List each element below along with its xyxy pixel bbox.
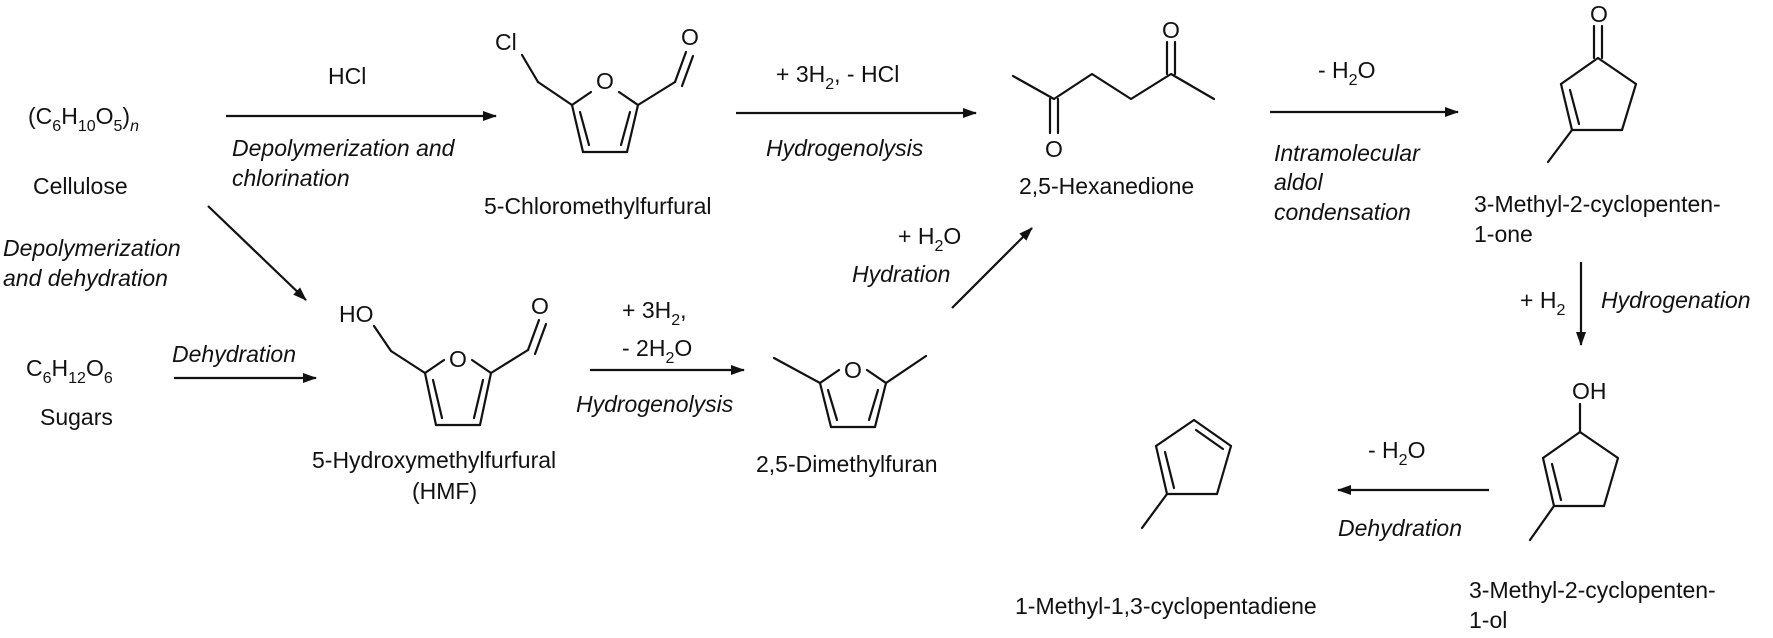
label-depolymerization-chlorination-2: chlorination [232, 165, 350, 191]
cellulose-name: Cellulose [33, 173, 128, 199]
label-depolymerization-dehydration-1: Depolymerization [3, 235, 181, 261]
arrow-dmf-to-hexanedione [951, 227, 1033, 309]
sugars-name: Sugars [40, 404, 113, 430]
label-hmf-hydrogenolysis: Hydrogenolysis [576, 391, 734, 417]
hmf-ho-group: HO [339, 301, 374, 327]
hexanedione-o1-atom: O [1045, 136, 1063, 162]
mcp-ol-structure: OH [1528, 378, 1620, 542]
cmf-cl-atom: Cl [495, 29, 517, 55]
hmf-name-line2: (HMF) [412, 478, 477, 504]
label-dehydration-final: Dehydration [1338, 515, 1462, 541]
label-depolymerization-chlorination-1: Depolymerization and [232, 135, 456, 161]
label-aldol-1: Intramolecular [1274, 140, 1421, 166]
reagent-aldol: - H2O [1318, 57, 1375, 89]
label-dehydration-sugars: Dehydration [172, 341, 296, 367]
hmf-structure: HO O O [339, 293, 549, 427]
dmf-structure: O [772, 354, 928, 429]
mcp-ol-name-line2: 1-ol [1469, 607, 1507, 633]
cmf-structure: Cl O O [495, 24, 699, 154]
mcp-one-name-line2: 1-one [1474, 221, 1533, 247]
reagent-hmf-hydrogenolysis-1: + 3H2, [622, 297, 687, 329]
hexanedione-structure: O O [1011, 17, 1216, 162]
mcp-one-name-line1: 3-Methyl-2-cyclopenten- [1474, 191, 1721, 217]
label-hydration: Hydration [852, 261, 950, 287]
reagent-hydration: + H2O [898, 223, 961, 255]
hmf-name-line1: 5-Hydroxymethylfurfural [312, 447, 556, 473]
mcp-one-o-atom: O [1590, 1, 1608, 27]
cmf-ring-o-atom: O [596, 68, 614, 94]
reagent-hydrogenation: + H2 [1520, 287, 1565, 319]
reagent-hcl: HCl [328, 63, 366, 89]
label-hydrogenation: Hydrogenation [1601, 287, 1751, 313]
mcpd-structure [1140, 418, 1233, 530]
cmf-aldehyde-o-atom: O [681, 24, 699, 50]
reagent-cmf-hydrogenolysis: + 3H2, - HCl [776, 61, 899, 93]
dmf-name: 2,5-Dimethylfuran [756, 451, 938, 477]
hmf-ring-o-atom: O [449, 346, 467, 372]
sugars-formula: C6H12O6 [26, 355, 113, 387]
svg-text:C6H12O6: C6H12O6 [26, 355, 113, 387]
reagent-hmf-hydrogenolysis-2: - 2H2O [622, 335, 692, 367]
cellulose-formula: (C6H10O5)n [28, 103, 139, 135]
svg-text:(C6H10O5)n: (C6H10O5)n [28, 103, 139, 135]
label-aldol-2: aldol [1274, 169, 1323, 195]
hexanedione-name: 2,5-Hexanedione [1019, 173, 1194, 199]
dmf-ring-o-atom: O [844, 357, 862, 383]
label-aldol-3: condensation [1274, 199, 1411, 225]
label-depolymerization-dehydration-2: and dehydration [3, 265, 168, 291]
mcp-ol-oh-group: OH [1572, 378, 1607, 404]
reagent-dehydration-final: - H2O [1368, 437, 1425, 469]
hmf-aldehyde-o-atom: O [531, 293, 549, 319]
mcp-one-structure: O [1546, 1, 1638, 164]
hexanedione-o2-atom: O [1162, 17, 1180, 43]
label-cmf-hydrogenolysis: Hydrogenolysis [766, 135, 924, 161]
cmf-name: 5-Chloromethylfurfural [484, 193, 712, 219]
mcpd-name: 1-Methyl-1,3-cyclopentadiene [1015, 593, 1317, 619]
arrow-cellulose-to-hmf [207, 205, 307, 301]
mcp-ol-name-line1: 3-Methyl-2-cyclopenten- [1469, 577, 1716, 603]
